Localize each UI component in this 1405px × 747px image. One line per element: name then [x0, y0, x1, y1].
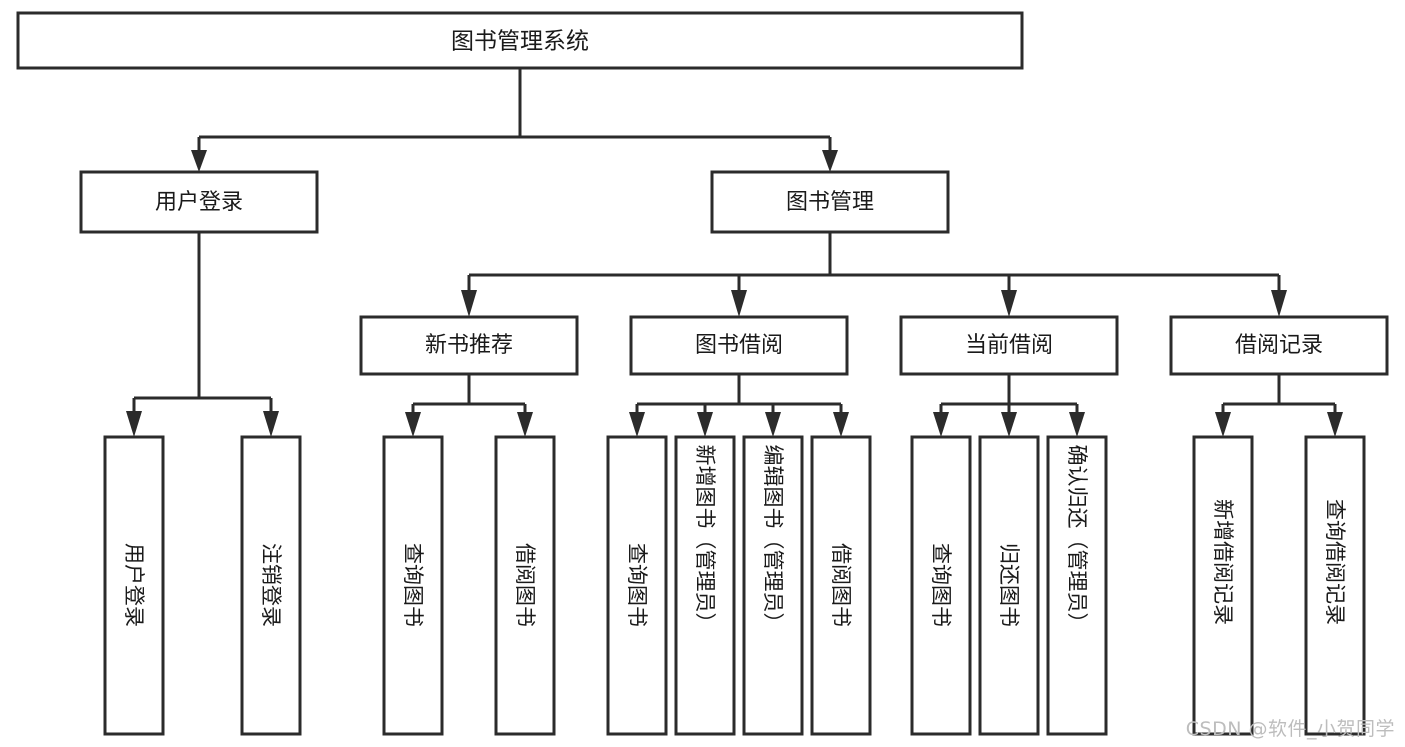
- arrow-head-leaf-add-book: [697, 412, 713, 437]
- arrow-head-new-book-recommend: [461, 290, 477, 317]
- arrow-head-leaf-return-book: [1001, 412, 1017, 437]
- leaf-borrow-book-2-label: 借阅图书: [829, 543, 853, 627]
- arrow-head-leaf-query-book-3: [933, 412, 949, 437]
- leaf-user-logout[interactable]: 注销登录: [240, 435, 302, 736]
- leaf-query-book-2-label: 查询图书: [625, 543, 649, 627]
- arrow-head-leaf-query-record: [1327, 412, 1343, 437]
- arrow-head-leaf-user-login: [126, 411, 142, 437]
- leaf-confirm-return-label: 确认归还（管理员）: [1065, 445, 1089, 634]
- node-current-borrow-label: 当前借阅: [965, 333, 1053, 358]
- arrow-head-leaf-user-logout: [263, 411, 279, 437]
- leaf-query-record[interactable]: 查询借阅记录: [1304, 435, 1366, 736]
- leaf-user-login-label: 用户登录: [122, 543, 146, 627]
- node-borrow-record-box[interactable]: [1169, 315, 1389, 376]
- leaf-borrow-book-1[interactable]: 借阅图书: [494, 435, 556, 736]
- arrow-head-book-borrow: [731, 290, 747, 317]
- node-book-manage-label: 图书管理: [786, 190, 874, 215]
- leaf-add-book[interactable]: 新增图书（管理员）: [674, 435, 736, 736]
- node-book-borrow-box[interactable]: [629, 315, 849, 376]
- node-current-borrow[interactable]: 当前借阅: [899, 315, 1119, 376]
- node-book-borrow-label: 图书借阅: [695, 333, 783, 358]
- node-book-manage[interactable]: 图书管理: [710, 170, 950, 234]
- leaf-add-book-box[interactable]: [674, 435, 736, 736]
- leaf-return-book-box[interactable]: [978, 435, 1040, 736]
- leaf-borrow-book-2[interactable]: 借阅图书: [810, 435, 872, 736]
- leaf-edit-book[interactable]: 编辑图书（管理员）: [742, 435, 804, 736]
- node-user-login-box[interactable]: [79, 170, 319, 234]
- leaf-return-book-label: 归还图书: [997, 543, 1021, 627]
- leaf-query-book-3-label: 查询图书: [929, 543, 953, 627]
- arrow-head-leaf-borrow-book-2: [833, 412, 849, 437]
- arrow-head-book-manage: [822, 150, 838, 172]
- leaf-confirm-return-box[interactable]: [1046, 435, 1108, 736]
- leaf-query-book-1-box[interactable]: [382, 435, 444, 736]
- arrow-head-leaf-borrow-book-1: [517, 412, 533, 437]
- node-new-book-recommend-label: 新书推荐: [425, 333, 513, 358]
- leaf-add-record[interactable]: 新增借阅记录: [1192, 435, 1254, 736]
- leaf-query-record-label: 查询借阅记录: [1323, 499, 1347, 625]
- node-borrow-record-label: 借阅记录: [1235, 333, 1323, 358]
- arrow-head-borrow-record: [1271, 290, 1287, 317]
- leaf-borrow-book-1-box[interactable]: [494, 435, 556, 736]
- leaf-user-logout-label: 注销登录: [259, 543, 283, 627]
- leaf-borrow-book-1-label: 借阅图书: [513, 543, 537, 627]
- node-root[interactable]: 图书管理系统: [16, 11, 1024, 70]
- node-user-login-label: 用户登录: [155, 190, 243, 215]
- leaf-user-login-box[interactable]: [103, 435, 165, 736]
- leaf-edit-book-box[interactable]: [742, 435, 804, 736]
- leaf-query-book-3-box[interactable]: [910, 435, 972, 736]
- arrow-head-leaf-query-book-1: [405, 412, 421, 437]
- arrow-head-leaf-edit-book: [765, 412, 781, 437]
- connector-layer: [126, 68, 1343, 437]
- leaf-query-book-2-box[interactable]: [606, 435, 668, 736]
- arrow-head-user-login: [191, 150, 207, 172]
- leaf-query-book-3[interactable]: 查询图书: [910, 435, 972, 736]
- leaf-add-record-label: 新增借阅记录: [1211, 499, 1235, 625]
- node-book-borrow[interactable]: 图书借阅: [629, 315, 849, 376]
- arrow-head-leaf-confirm-return: [1069, 412, 1085, 437]
- arrow-head-current-borrow: [1001, 290, 1017, 317]
- leaf-query-book-1[interactable]: 查询图书: [382, 435, 444, 736]
- node-root-label: 图书管理系统: [451, 29, 589, 55]
- leaf-confirm-return[interactable]: 确认归还（管理员）: [1046, 435, 1108, 736]
- node-new-book-recommend-box[interactable]: [359, 315, 579, 376]
- leaf-add-book-label: 新增图书（管理员）: [693, 445, 717, 634]
- leaf-query-book-1-label: 查询图书: [401, 543, 425, 627]
- arrow-head-leaf-query-book-2: [629, 412, 645, 437]
- node-root-box[interactable]: [16, 11, 1024, 70]
- node-new-book-recommend[interactable]: 新书推荐: [359, 315, 579, 376]
- leaf-borrow-book-2-box[interactable]: [810, 435, 872, 736]
- leaf-return-book[interactable]: 归还图书: [978, 435, 1040, 736]
- leaf-user-logout-box[interactable]: [240, 435, 302, 736]
- leaf-edit-book-label: 编辑图书（管理员）: [761, 445, 785, 634]
- arrow-head-leaf-add-record: [1215, 412, 1231, 437]
- leaf-query-book-2[interactable]: 查询图书: [606, 435, 668, 736]
- leaf-query-record-box[interactable]: [1304, 435, 1366, 736]
- leaf-add-record-box[interactable]: [1192, 435, 1254, 736]
- leaf-user-login[interactable]: 用户登录: [103, 435, 165, 736]
- node-book-manage-box[interactable]: [710, 170, 950, 234]
- node-user-login[interactable]: 用户登录: [79, 170, 319, 234]
- node-current-borrow-box[interactable]: [899, 315, 1119, 376]
- node-borrow-record[interactable]: 借阅记录: [1169, 315, 1389, 376]
